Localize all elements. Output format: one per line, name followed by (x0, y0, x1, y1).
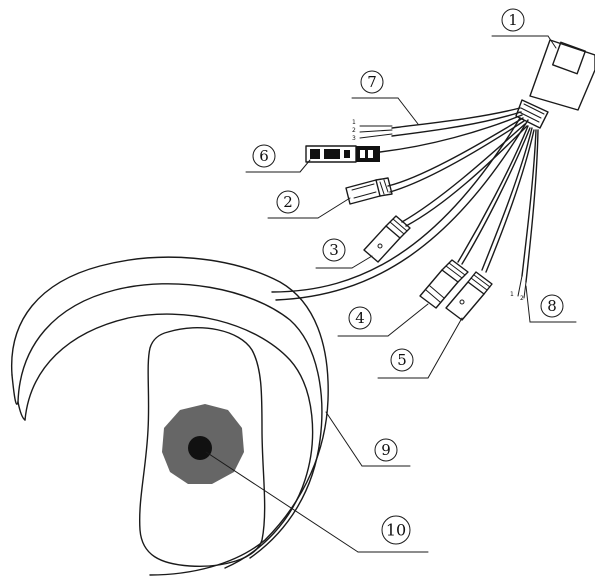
bnc-connector-3 (363, 215, 411, 263)
callout-9: 9 (325, 411, 411, 467)
callout-label-10: 10 (386, 521, 406, 540)
callout-10: 10 (205, 451, 429, 553)
callout-2: 2 (267, 190, 351, 219)
lens-icon (188, 436, 212, 460)
lens-slot (138, 326, 266, 567)
callout-label-6: 6 (259, 147, 269, 165)
svg-text:1: 1 (510, 291, 514, 298)
svg-text:2: 2 (352, 127, 356, 134)
cables (379, 107, 539, 283)
bare-wires-connector-8: 1 2 (510, 275, 527, 302)
bare-wires-connector: 1 2 3 (352, 119, 393, 142)
callout-label-7: 7 (367, 73, 377, 91)
callout-label-2: 2 (283, 193, 293, 211)
callout-1: 1 (491, 8, 557, 49)
callout-label-5: 5 (397, 351, 407, 369)
callout-label-1: 1 (508, 11, 518, 29)
callout-3: 3 (315, 238, 373, 269)
callout-7: 7 (351, 70, 419, 125)
usb-connector (305, 145, 380, 163)
callout-label-8: 8 (547, 297, 557, 315)
cable-junction (271, 39, 595, 301)
bnc-connector-5 (445, 271, 493, 321)
callout-label-4: 4 (355, 309, 365, 327)
dome-inner-ring (24, 313, 314, 569)
rj45-plug (529, 39, 595, 111)
callout-4: 4 (337, 303, 429, 337)
callout-label-9: 9 (381, 441, 391, 459)
callout-label-3: 3 (329, 241, 339, 259)
svg-text:1: 1 (352, 119, 356, 126)
rj45-clip (551, 41, 587, 75)
dome-camera (11, 256, 329, 576)
dc-power-connector (345, 177, 393, 205)
callout-8: 8 (525, 285, 577, 323)
svg-text:2: 2 (520, 295, 524, 302)
callout-6: 6 (245, 144, 311, 173)
svg-text:3: 3 (352, 135, 356, 142)
dome-outer-shell (11, 256, 329, 576)
callout-5: 5 (377, 317, 463, 379)
bnc-connector-4 (419, 259, 469, 309)
dome-middle-ring (17, 283, 323, 559)
